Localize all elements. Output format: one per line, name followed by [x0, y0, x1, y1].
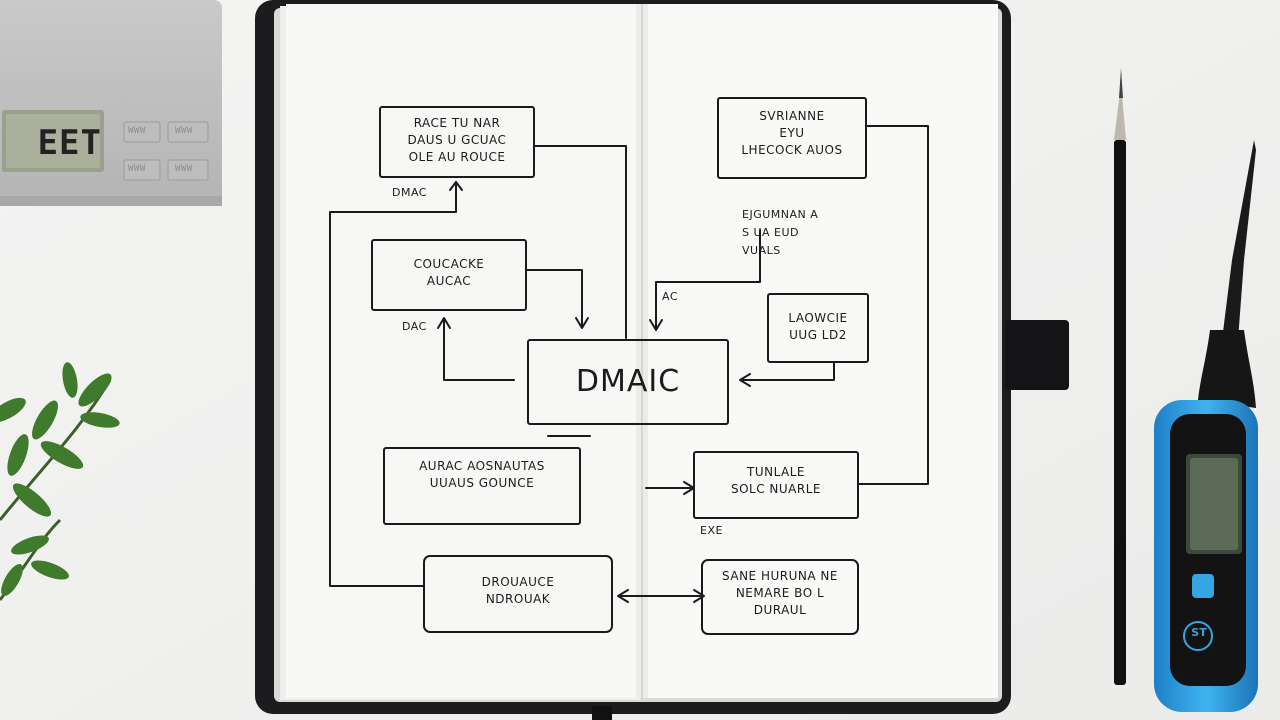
- diagram-box-text: DROUAUCE NDROUAK: [481, 575, 555, 606]
- center-label: DMAIC: [575, 364, 681, 399]
- diagram-annotation: AC: [662, 290, 679, 303]
- diagram-box-text: LAOWCIE UUG LD2: [788, 311, 848, 342]
- scale-key-label: WWW: [175, 126, 193, 136]
- diagram-annotation: EJGUMNAN A S UA EUD VUALS: [742, 208, 819, 257]
- notebook: [255, 0, 1069, 720]
- pencil: [1114, 68, 1126, 685]
- diagram-annotation: DMAC: [392, 186, 427, 199]
- scale-key-label: WWW: [128, 126, 146, 136]
- scale-key-label: WWW: [175, 164, 193, 174]
- tester-logo-text: ST: [1191, 626, 1207, 639]
- scale-display: EET: [37, 123, 102, 163]
- diagram-annotation: EXE: [700, 524, 723, 537]
- diagram-connectors: [329, 125, 929, 603]
- scale-key-label: WWW: [128, 164, 146, 174]
- electronic-tester: [1154, 140, 1258, 712]
- digital-scale: [0, 0, 222, 206]
- diagram-box-text: AURAC AOSNAUTAS UUAUS GOUNCE: [419, 459, 545, 490]
- diagram-box-text: COUCACKE AUCAC: [413, 257, 485, 288]
- diagram-box-text: RACE TU NAR DAUS U GCUAC OLE AU ROUCE: [407, 116, 507, 164]
- diagram-box-text: SVRIANNE EYU LHECOCK AUOS: [741, 109, 843, 157]
- diagram-box-text: SANE HURUNA NE NEMARE BO L DURAUL: [722, 569, 838, 617]
- diagram-annotation: DAC: [402, 320, 427, 333]
- plant-leaves: [0, 362, 120, 601]
- diagram-box-text: TUNLALE SOLC NUARLE: [730, 465, 821, 496]
